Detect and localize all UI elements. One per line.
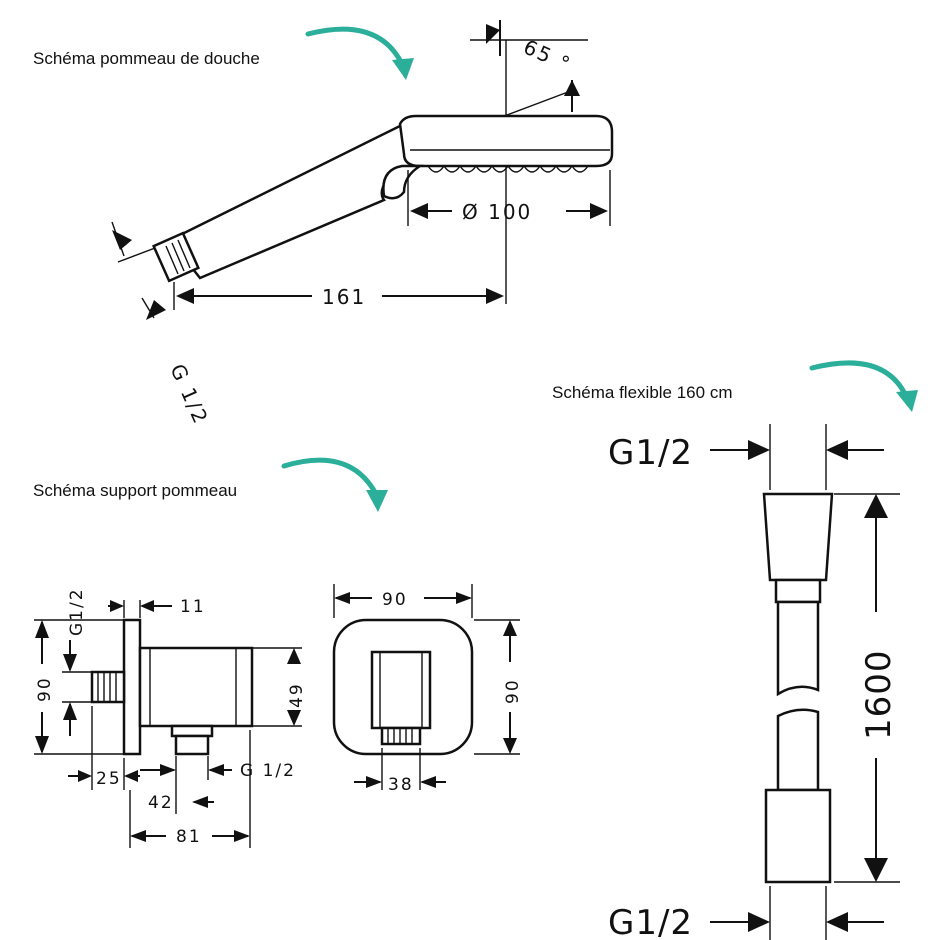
arrow-icon: [287, 710, 301, 726]
arrow-icon: [503, 738, 517, 754]
dim-outlet-height: 49: [287, 682, 307, 708]
spray-nozzles: [427, 164, 589, 173]
arrow-icon: [748, 912, 770, 932]
arrow-icon: [826, 440, 848, 460]
hose-drawing: G1/2 1600 G1/2: [608, 424, 900, 940]
arrow-icon: [176, 288, 194, 304]
dim-thread: G 1/2: [165, 360, 213, 428]
arrow-icon: [334, 592, 350, 604]
arrow-icon: [160, 764, 176, 776]
dim-front-opening: 38: [388, 775, 414, 795]
arrow-icon: [78, 770, 92, 782]
shower-head: [398, 114, 614, 168]
arrow-icon: [287, 648, 301, 664]
dim-angle: 65 °: [520, 35, 575, 77]
arrow-icon: [63, 654, 77, 672]
holder-flange: [122, 618, 142, 756]
arrow-icon: [864, 494, 888, 518]
arrow-icon: [208, 764, 224, 776]
dim-front-height: 90: [503, 678, 523, 704]
holder-front-outlet: [380, 726, 422, 746]
dim-diameter: Ø 100: [462, 200, 532, 224]
dim-side-thread: G1/2: [67, 587, 87, 636]
arrow-icon: [590, 203, 608, 219]
caption-hose: Schéma flexible 160 cm: [552, 383, 732, 402]
arrow-icon: [410, 203, 428, 219]
dim-outlet-pos: 42: [148, 793, 174, 813]
arrow-icon: [140, 600, 154, 612]
dim-depth: 81: [176, 827, 202, 847]
dim-length: 161: [322, 285, 366, 309]
arrow-icon: [146, 300, 166, 320]
arrow-icon: [503, 620, 517, 636]
dim-hose-length: 1600: [859, 649, 899, 740]
holder-inlet-thread: [90, 670, 126, 704]
arrow-icon: [63, 702, 77, 720]
arrow-icon: [192, 796, 208, 808]
handle-body: [168, 122, 420, 280]
caption-holder: Schéma support pommeau: [33, 481, 237, 500]
arrow-icon: [112, 230, 132, 250]
hose-top-fitting: [762, 492, 834, 582]
teal-arrow-icon: [281, 457, 388, 512]
arrow-icon: [124, 770, 138, 782]
hose-upper-segment: [776, 600, 820, 697]
dim-offset: 25: [96, 769, 122, 789]
arrow-icon: [35, 736, 49, 754]
teal-arrow-icon: [809, 360, 918, 412]
arrow-icon: [826, 912, 848, 932]
arrow-icon: [35, 620, 49, 638]
arrow-icon: [864, 858, 888, 882]
dim-height: 90: [35, 676, 55, 702]
holder-side-view: G1/2 11 90 49 2: [34, 587, 307, 848]
handle-thread: [152, 231, 200, 283]
holder-front-view: 90 90 38: [332, 584, 523, 795]
dim-hose-thread-bottom: G1/2: [608, 903, 693, 940]
dim-outlet-thread: G 1/2: [240, 761, 296, 781]
caption-handshower: Schéma pommeau de douche: [33, 49, 260, 68]
handshower-drawing: 65 ° Ø 100 161 G 1/2: [111, 20, 614, 429]
hose-bottom-fitting: [764, 788, 832, 884]
dim-front-width: 90: [382, 590, 408, 610]
arrow-icon: [456, 592, 472, 604]
holder-outlet-thread: [174, 734, 210, 756]
arrow-icon: [486, 24, 500, 44]
holder-body: [138, 646, 254, 728]
holder-front-cradle: [370, 650, 432, 730]
hose-lower-segment: [776, 708, 820, 792]
dim-hose-thread-top: G1/2: [608, 433, 693, 473]
arrow-icon: [748, 440, 770, 460]
arrow-icon: [234, 830, 250, 842]
teal-arrow-icon: [305, 26, 414, 80]
arrow-icon: [486, 288, 504, 304]
hose-top-ferrule: [774, 578, 822, 604]
arrow-icon: [564, 80, 580, 96]
holder-outlet: [170, 724, 214, 738]
handle-grip: [382, 164, 425, 200]
dim-flange: 11: [180, 597, 206, 617]
arrow-icon: [420, 776, 436, 788]
arrow-icon: [366, 776, 382, 788]
arrow-icon: [110, 600, 124, 612]
arrow-icon: [130, 830, 146, 842]
